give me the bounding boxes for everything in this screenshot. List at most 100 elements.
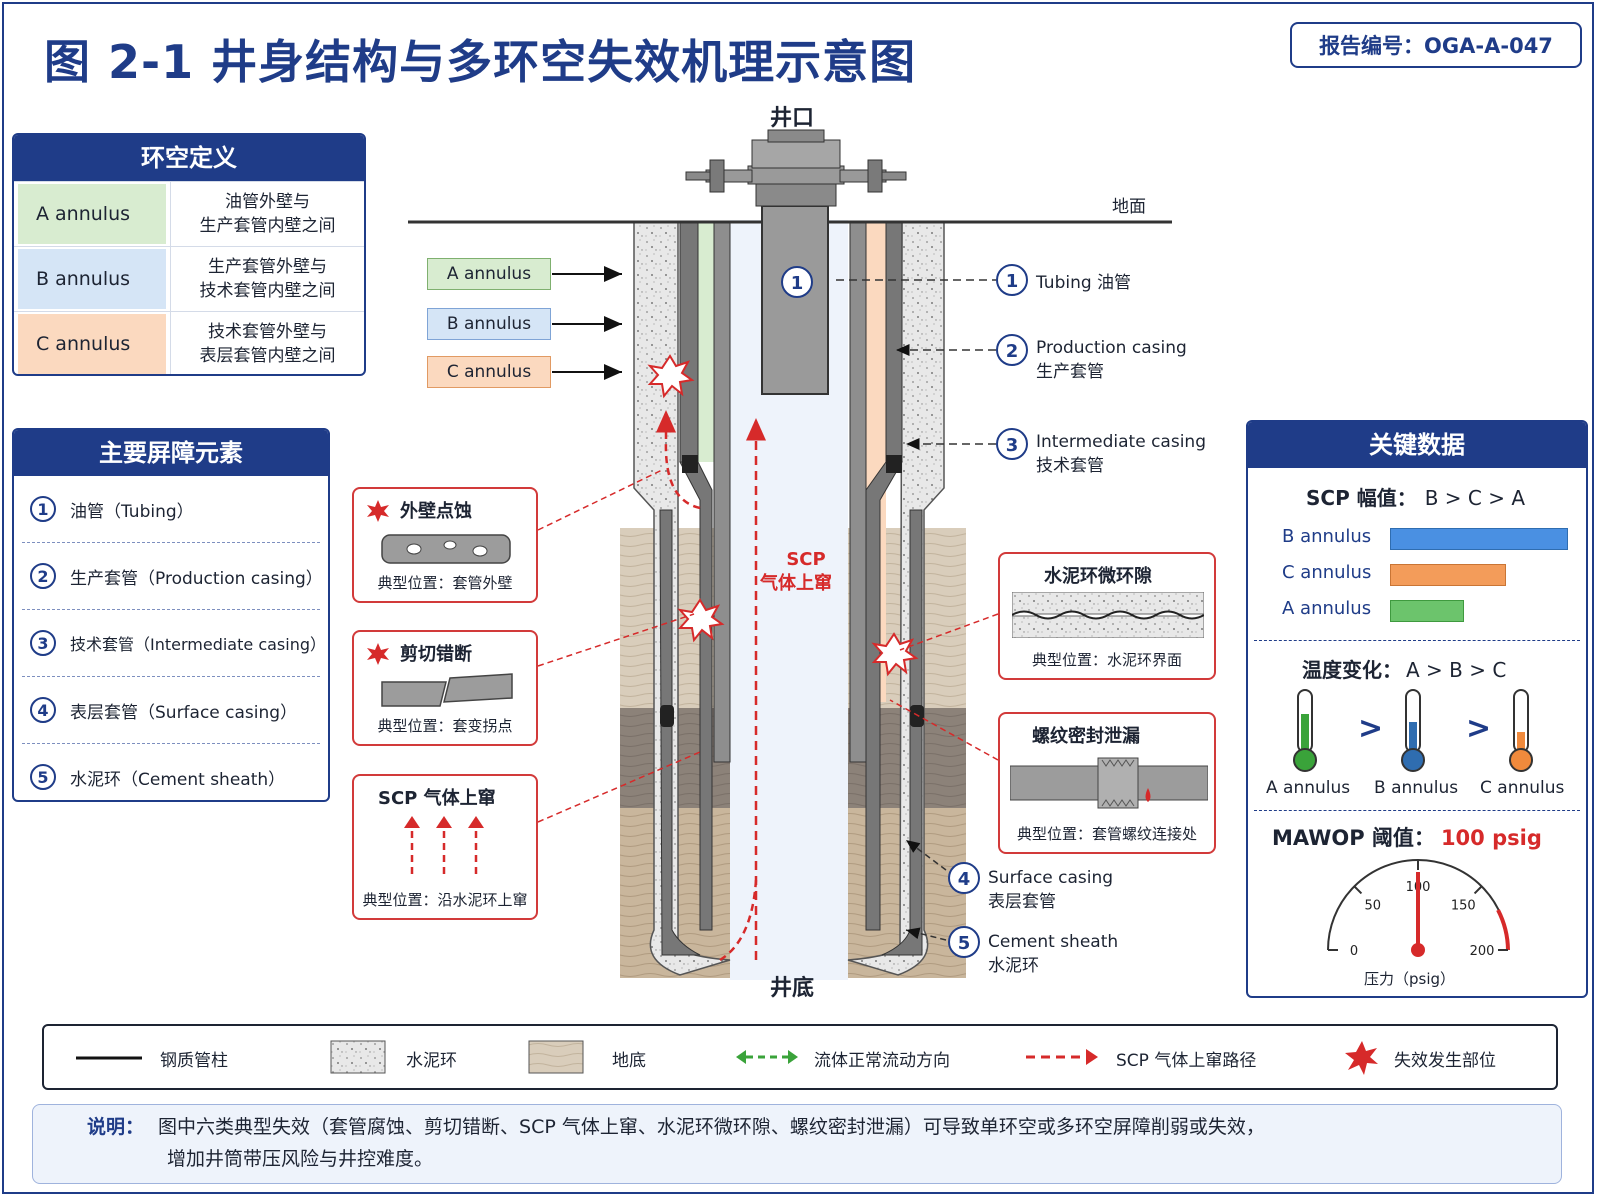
gauge-tick xyxy=(1353,885,1363,895)
failure-location: 典型位置：水泥环界面 xyxy=(1031,651,1182,669)
leader-surface xyxy=(905,839,947,871)
failure-burst-icon xyxy=(367,643,389,665)
barrier-item: 5 水泥环（Cement sheath） xyxy=(22,744,320,800)
failure-location: 典型位置：沿水泥环上窜 xyxy=(362,891,528,909)
leader-cement xyxy=(905,927,947,941)
failure-leader xyxy=(537,613,695,667)
annulus-def-row: A annulus 油管外壁与生产套管内壁之间 xyxy=(14,181,364,246)
threaded-connection-icon xyxy=(1010,757,1208,809)
greater-than: > xyxy=(1466,711,1491,746)
temperature-order: 温度变化：A > B > C xyxy=(1302,658,1507,682)
surface-casing-left xyxy=(659,509,701,956)
corroded-pipe-icon xyxy=(381,534,511,564)
legend-scp-arrow-icon xyxy=(1026,1049,1098,1065)
divider xyxy=(1254,810,1580,811)
failure-leader xyxy=(899,613,999,651)
barrier-label: 技术套管（Intermediate casing） xyxy=(70,635,326,654)
casing-shoe xyxy=(910,705,924,727)
barrier-label: 表层套管（Surface casing） xyxy=(70,702,298,723)
component-marker xyxy=(948,862,980,894)
gauge-hub xyxy=(1411,943,1425,957)
intermediate-casing-right xyxy=(885,221,903,463)
number-badge: 2 xyxy=(30,563,56,589)
legend-formation-icon xyxy=(528,1040,584,1074)
component-marker-text: 1 xyxy=(1006,271,1019,292)
failure-title: 外壁点蚀 xyxy=(400,501,472,522)
thermometer-label: A annulus xyxy=(1266,778,1351,798)
gauge-tick-label: 50 xyxy=(1364,899,1381,914)
component-marker xyxy=(996,334,1028,366)
legend-label: 地底 xyxy=(612,1051,646,1071)
annulus-def-row: C annulus 技术套管外壁与表层套管内壁之间 xyxy=(14,311,364,374)
failure-location: 典型位置：套变拐点 xyxy=(377,717,513,735)
legend: 钢质管柱 水泥环 地底 流体正常流动方向 SCP 气体上窜路径 失效发生部位 xyxy=(42,1024,1558,1090)
legend-label: 失效发生部位 xyxy=(1394,1051,1496,1071)
failure-box-shear: 剪切错断 典型位置：套变拐点 xyxy=(352,630,538,746)
gauge-tick-label: 150 xyxy=(1451,899,1476,914)
component-marker xyxy=(948,926,980,958)
scp-bar xyxy=(1390,600,1464,622)
annulus-name: A annulus xyxy=(18,184,166,244)
number-badge: 1 xyxy=(30,496,56,522)
tubing xyxy=(761,205,829,395)
production-casing-right xyxy=(849,221,867,763)
annulus-definition-panel: 环空定义 A annulus 油管外壁与生产套管内壁之间 B annulus 生… xyxy=(12,133,366,376)
failure-box-microannulus: 水泥环微环隙 典型位置：水泥环界面 xyxy=(998,552,1216,680)
scp-bar-label: B annulus xyxy=(1282,526,1372,547)
scp-path-left xyxy=(656,410,701,510)
pressure-gauge: 050100150200 xyxy=(1327,859,1510,958)
scp-bar xyxy=(1390,528,1568,550)
note-line1: 图中六类典型失效（套管腐蚀、剪切错断、SCP 气体上窜、水泥环微环隙、螺纹密封泄… xyxy=(158,1116,1265,1138)
thermometer-icon xyxy=(1401,689,1425,772)
thermometer-icon xyxy=(1293,689,1317,772)
failure-leader xyxy=(537,469,663,531)
component-marker xyxy=(996,428,1028,460)
legend-cement-icon xyxy=(330,1040,386,1074)
legend-label: SCP 气体上窜路径 xyxy=(1116,1051,1257,1071)
a-annulus-tag: A annulus xyxy=(427,258,551,290)
ground-label: 地面 xyxy=(1112,197,1146,217)
failure-location: 典型位置：套管外壁 xyxy=(377,574,513,592)
failure-box-scp: SCP 气体上窜 典型位置：沿水泥环上窜 xyxy=(352,774,538,920)
component-marker-text: 4 xyxy=(958,869,971,890)
gauge-tick-label: 200 xyxy=(1470,944,1495,958)
page-title: 图 2-1 井身结构与多环空失效机理示意图 xyxy=(44,35,917,89)
casing-shoe xyxy=(886,455,902,473)
scp-bar-label: C annulus xyxy=(1282,562,1372,583)
annulus-desc: 油管外壁与生产套管内壁之间 xyxy=(170,182,364,246)
failure-title: 水泥环微环隙 xyxy=(1044,566,1152,587)
panel-title: 关键数据 xyxy=(1248,422,1586,468)
thermometers: > > xyxy=(1293,689,1533,772)
failure-title: SCP 气体上窜 xyxy=(378,788,496,809)
panel-title: 主要屏障元素 xyxy=(14,430,328,476)
failure-burst xyxy=(871,632,919,677)
thermometer-label: C annulus xyxy=(1480,778,1565,798)
component-marker-text: 5 xyxy=(958,933,971,954)
tubing-marker-text: 1 xyxy=(791,273,804,294)
greater-than: > xyxy=(1358,711,1383,746)
failure-location: 典型位置：套管螺纹连接处 xyxy=(1016,825,1197,843)
production-casing-left xyxy=(713,221,731,763)
scp-bar xyxy=(1390,564,1506,586)
divider xyxy=(1254,640,1580,641)
key-data-panel: 关键数据 SCP 幅值：B > C > A B annulus C annulu… xyxy=(1246,420,1588,998)
casing-shoe xyxy=(660,705,674,727)
failure-title: 剪切错断 xyxy=(400,644,472,665)
barrier-label: 水泥环（Cement sheath） xyxy=(70,769,286,790)
number-badge: 5 xyxy=(30,764,56,790)
scp-path-bottom xyxy=(719,879,758,962)
component-label-tubing: Tubing 油管 xyxy=(1036,273,1132,293)
failure-box-thread-leak: 螺纹密封泄漏 典型位置：套管螺纹连接处 xyxy=(998,712,1216,854)
a-annulus-left xyxy=(698,222,714,462)
failure-leader xyxy=(889,699,999,761)
legend-failure-burst-icon xyxy=(1345,1041,1378,1075)
scp-bar-label: A annulus xyxy=(1282,598,1372,619)
wellhead xyxy=(685,129,907,207)
